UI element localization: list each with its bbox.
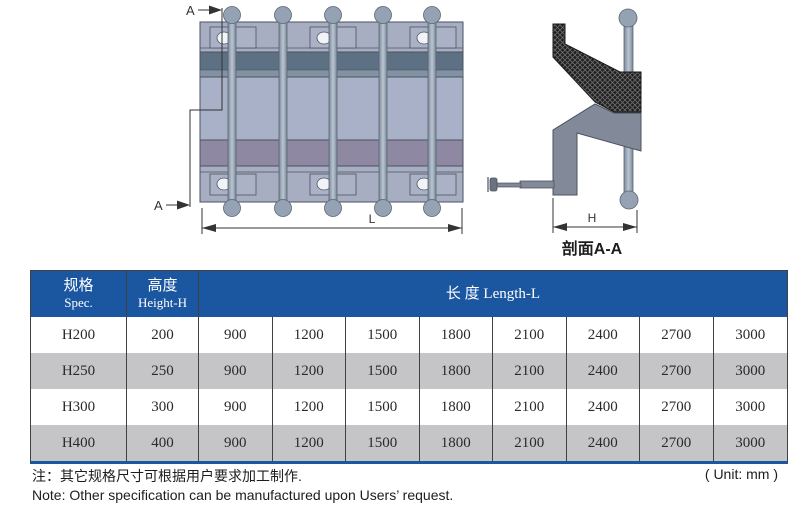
cell-length: 1800: [420, 353, 493, 389]
spec-table: 规格 Spec. 高度 Height-H 长 度 Length-L H200 2…: [30, 270, 788, 464]
cell-length: 1800: [420, 317, 493, 353]
mounting-bracket: [552, 103, 642, 196]
cell-length: 1200: [273, 425, 346, 461]
height-header-cn: 高度: [147, 277, 178, 294]
cell-length: 1200: [273, 353, 346, 389]
cell-length: 2100: [493, 389, 567, 425]
table-header-spec: 规格 Spec.: [31, 271, 127, 317]
section-cut-line: A A: [154, 3, 223, 213]
section-caption: 剖面A-A: [562, 239, 623, 258]
table-row: H400 400 900 1200 1500 1800 2100 2400 27…: [31, 425, 787, 461]
horizontal-anchor-bolt: [487, 177, 555, 192]
cell-length: 1800: [420, 389, 493, 425]
cell-length: 900: [199, 425, 273, 461]
cell-height: 300: [127, 389, 199, 425]
note-english: Note: Other specification can be manufac…: [32, 487, 454, 503]
cell-height: 200: [127, 317, 199, 353]
cell-length: 1200: [273, 317, 346, 353]
cell-length: 1800: [420, 425, 493, 461]
cell-length: 2700: [640, 425, 714, 461]
cell-length: 900: [199, 389, 273, 425]
length-dimension: L: [201, 208, 463, 234]
cell-length: 3000: [735, 398, 766, 415]
cell-length: 2400: [567, 353, 640, 389]
height-dimension: H: [552, 198, 638, 233]
cell-length: 2100: [493, 425, 567, 461]
cell-length: 900: [199, 317, 273, 353]
section-marker-a-top: A: [186, 3, 195, 18]
cell-length: 1500: [346, 389, 420, 425]
cell-length: 3000: [735, 362, 766, 379]
cell-length: 1500: [346, 425, 420, 461]
cell-spec: H300: [31, 389, 127, 425]
front-view-drawing: A A L: [154, 3, 464, 234]
cell-length: 2400: [567, 425, 640, 461]
cell-length: 2100: [493, 317, 567, 353]
cell-spec: H250: [31, 353, 127, 389]
table-row: H250 250 900 1200 1500 1800 2100 2400 27…: [31, 353, 787, 389]
cell-length: 1200: [273, 389, 346, 425]
cell-length: 1500: [346, 353, 420, 389]
cell-height: 250: [127, 353, 199, 389]
note-chinese: 注：其它规格尺寸可根据用户要求加工制作.: [32, 468, 302, 484]
anchor-bolts: [223, 6, 441, 217]
cell-length: 1500: [346, 317, 420, 353]
cell-length: 2100: [493, 353, 567, 389]
cell-length: 2700: [640, 317, 714, 353]
section-marker-a-bottom: A: [154, 198, 163, 213]
table-header-length: 长 度 Length-L: [445, 285, 541, 302]
height-header-en: Height-H: [137, 295, 188, 311]
table-header-row: 规格 Spec. 高度 Height-H 长 度 Length-L: [31, 271, 787, 317]
length-dim-label: L: [369, 212, 376, 226]
cell-length: 2400: [567, 317, 640, 353]
spec-header-cn: 规格: [63, 277, 94, 294]
spec-header-en: Spec.: [64, 295, 93, 311]
height-dim-label: H: [588, 211, 597, 225]
table-row: H200 200 900 1200 1500 1800 2100 2400 27…: [31, 317, 787, 353]
cell-spec: H400: [31, 425, 127, 461]
section-view-drawing: H 剖面A-A: [487, 8, 642, 258]
cell-length: 3000: [735, 326, 766, 343]
cell-length: 2700: [640, 389, 714, 425]
rubber-section-hatched: [552, 23, 642, 113]
cell-length: 900: [199, 353, 273, 389]
unit-label: ( Unit: mm ): [704, 466, 778, 482]
cell-length: 2700: [640, 353, 714, 389]
cell-length: 3000: [735, 434, 766, 451]
technical-drawings: A A L: [154, 3, 642, 258]
table-row: H300 300 900 1200 1500 1800 2100 2400 27…: [31, 389, 787, 425]
cell-spec: H200: [31, 317, 127, 353]
cell-length: 2400: [567, 389, 640, 425]
table-header-height: 高度 Height-H: [127, 271, 199, 317]
cell-height: 400: [127, 425, 199, 461]
